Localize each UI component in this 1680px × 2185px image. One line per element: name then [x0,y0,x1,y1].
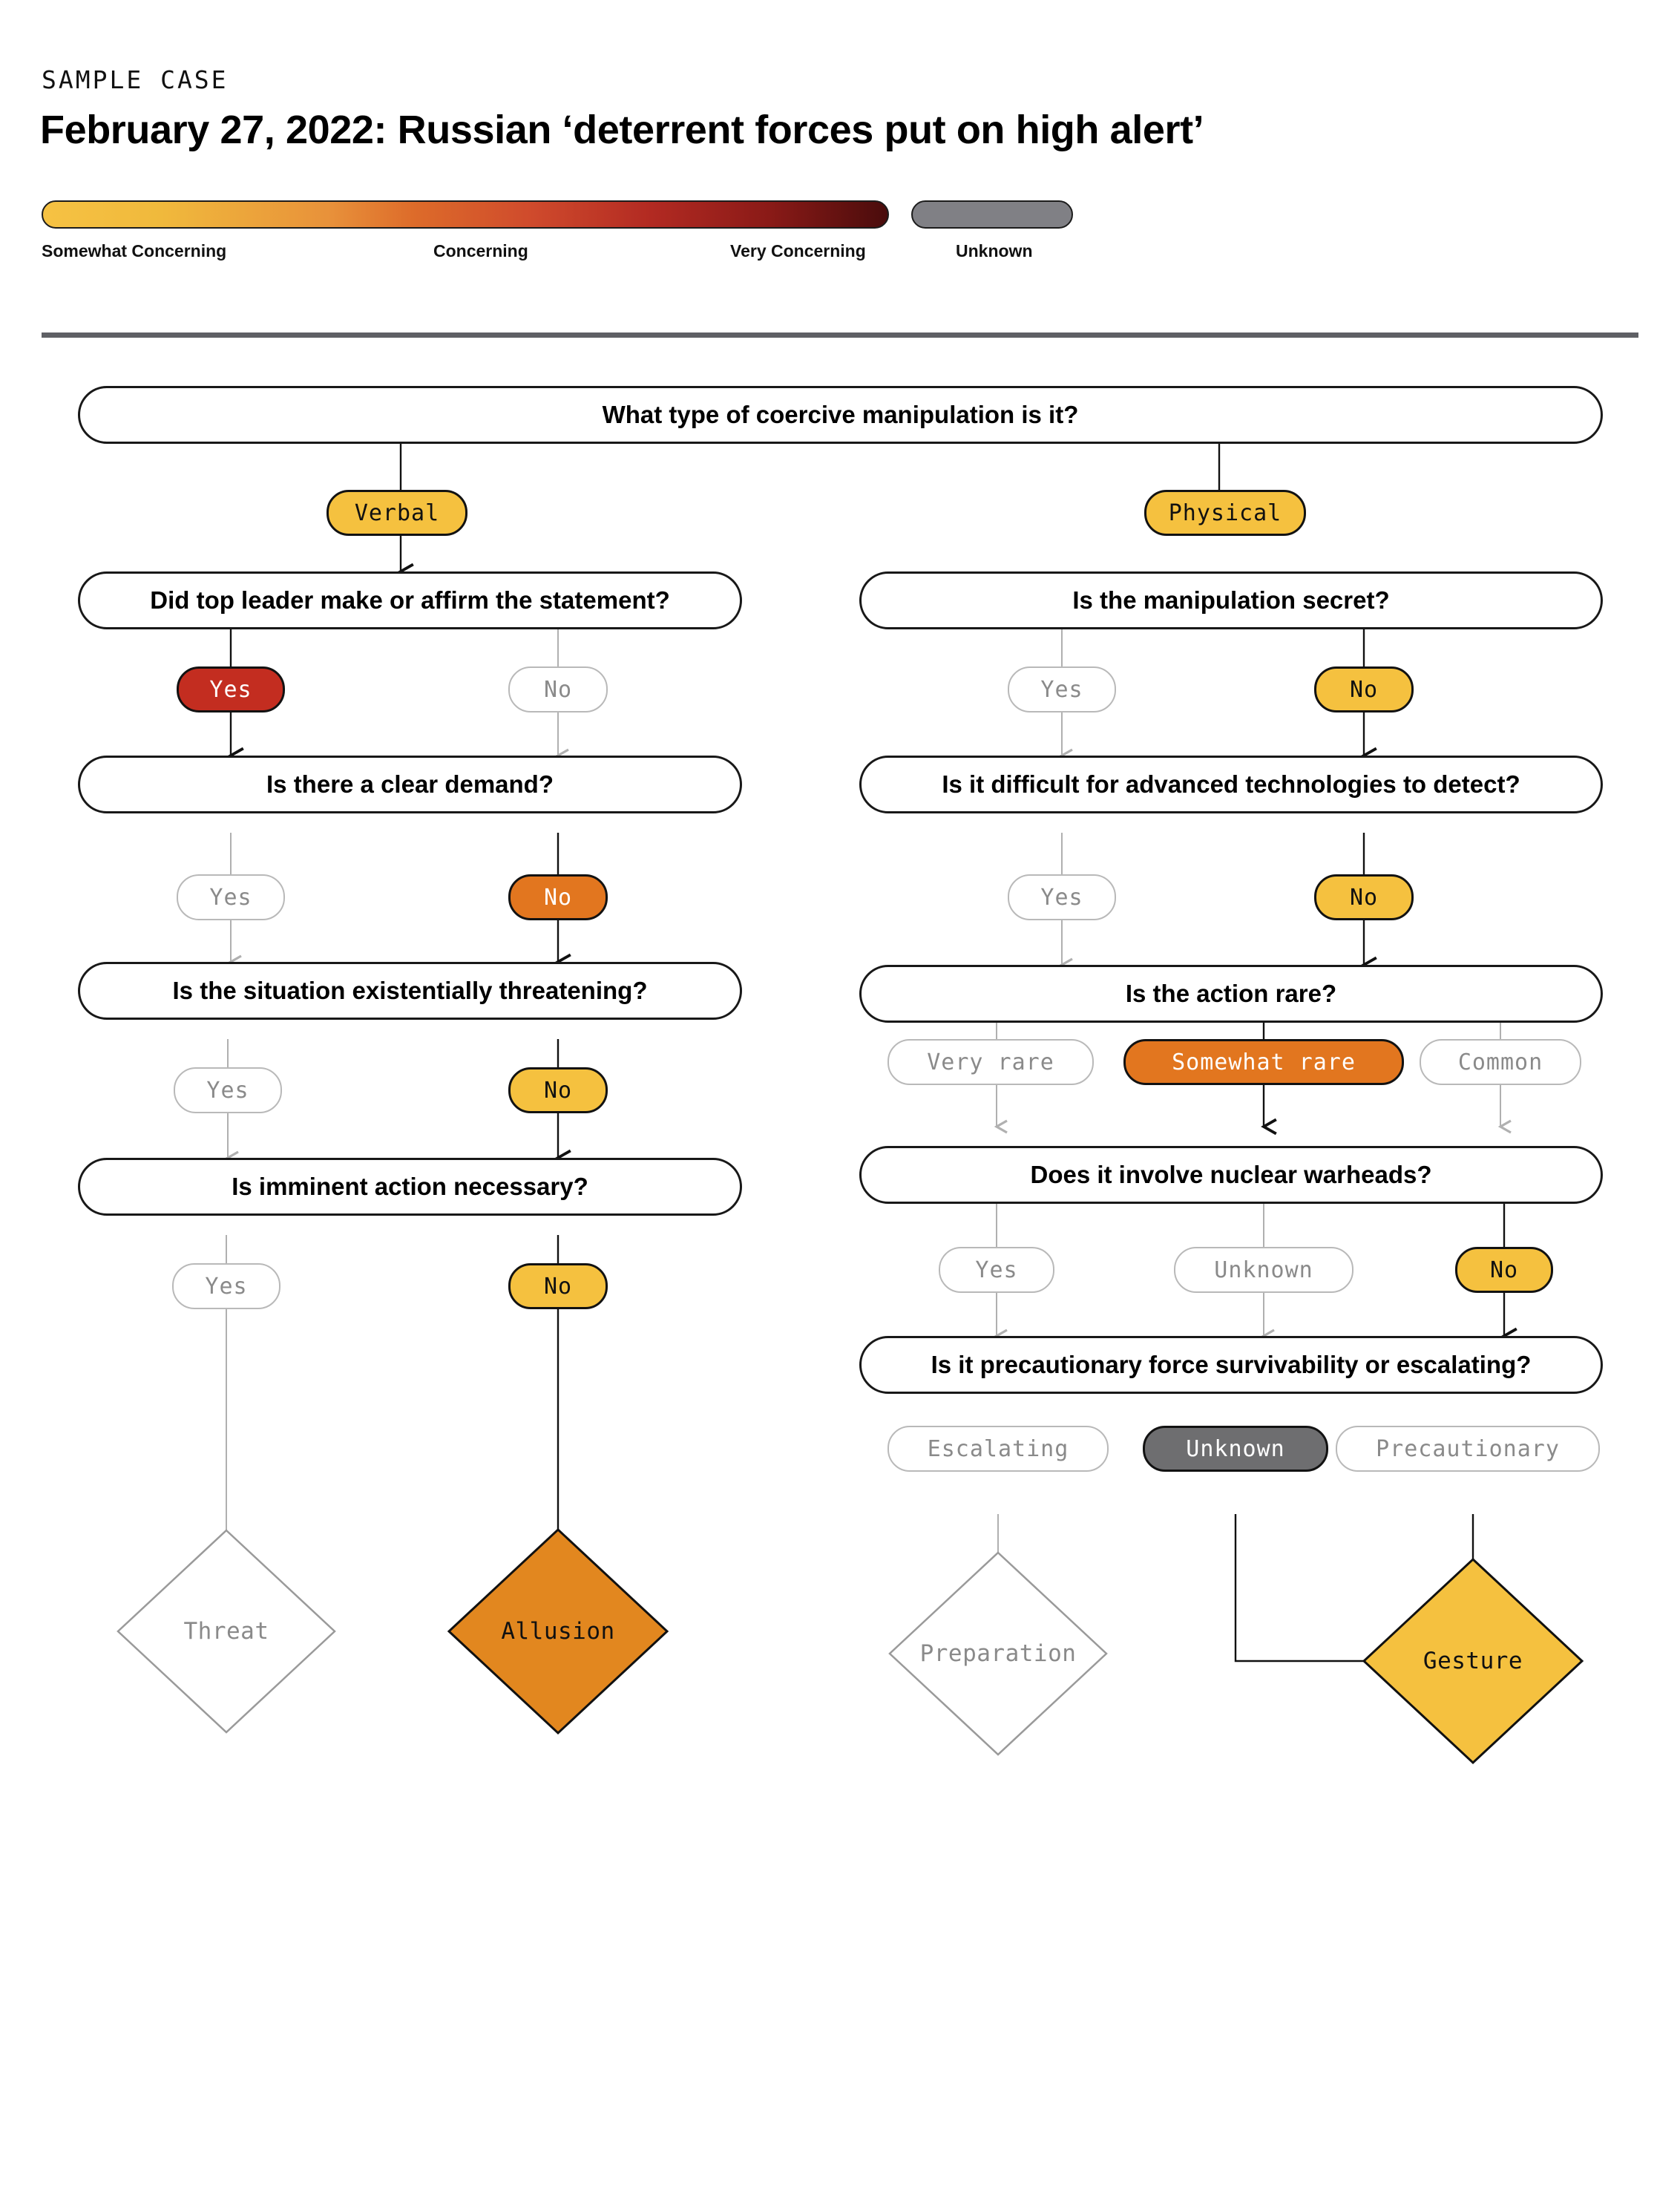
question-left-3[interactable]: Is the situation existentially threateni… [78,962,742,1020]
legend-label-concerning: Concerning [433,241,528,261]
option-verbal[interactable]: Verbal [327,490,467,536]
option-right-3-somewhat-rare[interactable]: Somewhat rare [1123,1039,1404,1085]
option-right-3-common[interactable]: Common [1420,1039,1581,1085]
legend-label-very-concerning: Very Concerning [730,241,866,261]
question-root[interactable]: What type of coercive manipulation is it… [78,386,1603,444]
question-left-1[interactable]: Did top leader make or affirm the statem… [78,571,742,629]
outcome-preparation-label: Preparation [919,1640,1077,1667]
outcome-gesture-label: Gesture [1423,1648,1523,1674]
option-left-1-yes[interactable]: Yes [177,666,285,712]
question-right-5[interactable]: Is it precautionary force survivability … [859,1336,1603,1394]
legend-label-somewhat-concerning: Somewhat Concerning [42,241,227,261]
diamond-shape-gesture [1362,1557,1584,1765]
question-right-2[interactable]: Is it difficult for advanced technologie… [859,756,1603,813]
option-right-4-no[interactable]: No [1455,1247,1553,1293]
option-right-4-yes[interactable]: Yes [939,1247,1054,1293]
option-left-1-no[interactable]: No [508,666,608,712]
option-left-3-no[interactable]: No [508,1067,608,1113]
option-left-4-no[interactable]: No [508,1263,608,1309]
diamond-shape-threat [117,1529,336,1734]
outcome-gesture[interactable]: Gesture [1362,1557,1584,1765]
option-right-2-yes[interactable]: Yes [1008,874,1116,920]
option-right-4-unknown[interactable]: Unknown [1174,1247,1353,1293]
diamond-shape-allusion [447,1527,669,1735]
option-left-2-yes[interactable]: Yes [177,874,285,920]
unknown-swatch [911,200,1073,229]
question-left-2[interactable]: Is there a clear demand? [78,756,742,813]
header-divider [42,332,1638,338]
question-right-4[interactable]: Does it involve nuclear warheads? [859,1146,1603,1204]
legend: Somewhat Concerning Concerning Very Conc… [0,200,1680,289]
diamond-shape-preparation [888,1551,1108,1756]
option-right-3-very-rare[interactable]: Very rare [887,1039,1094,1085]
kicker-label: SAMPLE CASE [42,65,229,94]
option-right-2-no[interactable]: No [1314,874,1414,920]
option-right-5-precautionary[interactable]: Precautionary [1336,1426,1600,1472]
severity-gradient-bar [42,200,889,229]
question-right-3[interactable]: Is the action rare? [859,965,1603,1023]
option-right-5-unknown[interactable]: Unknown [1143,1426,1328,1472]
outcome-allusion[interactable]: Allusion [447,1527,669,1735]
outcome-threat-label: Threat [183,1618,269,1645]
page-title: February 27, 2022: Russian ‘deterrent fo… [40,108,1204,152]
legend-label-unknown: Unknown [956,241,1033,261]
outcome-threat[interactable]: Threat [115,1527,338,1735]
outcome-preparation[interactable]: Preparation [887,1550,1109,1758]
option-left-2-no[interactable]: No [508,874,608,920]
option-left-3-yes[interactable]: Yes [174,1067,282,1113]
outcome-allusion-label: Allusion [501,1618,615,1645]
option-left-4-yes[interactable]: Yes [172,1263,280,1309]
option-right-1-yes[interactable]: Yes [1008,666,1116,712]
question-left-4[interactable]: Is imminent action necessary? [78,1158,742,1216]
option-right-5-escalating[interactable]: Escalating [887,1426,1109,1472]
question-right-1[interactable]: Is the manipulation secret? [859,571,1603,629]
option-right-1-no[interactable]: No [1314,666,1414,712]
option-physical[interactable]: Physical [1144,490,1306,536]
